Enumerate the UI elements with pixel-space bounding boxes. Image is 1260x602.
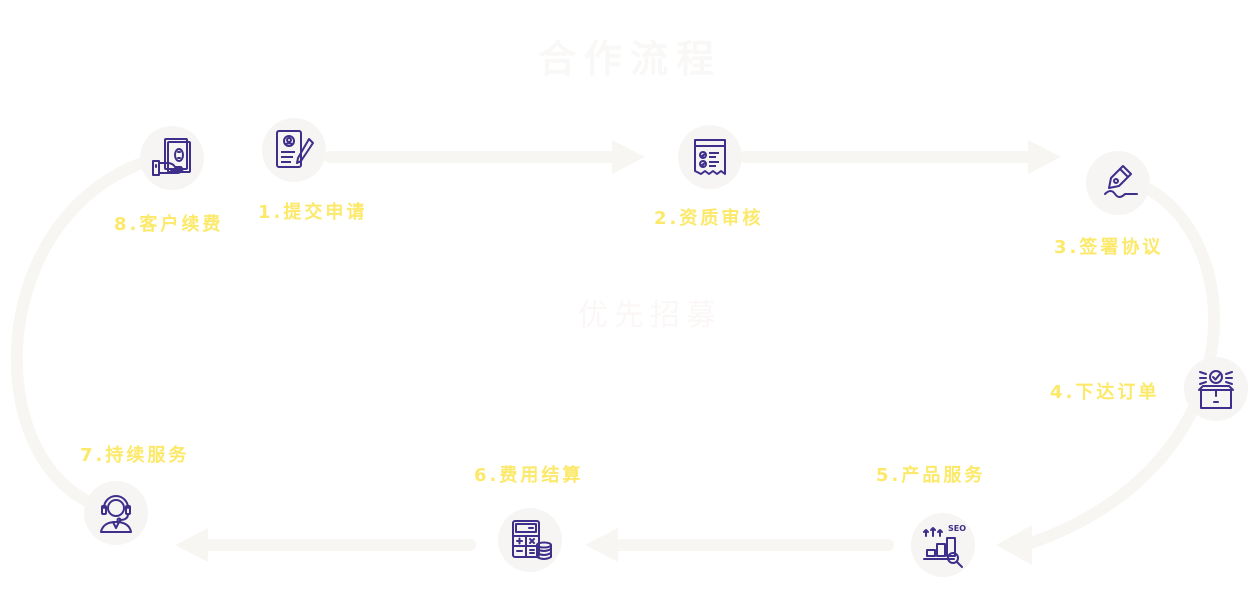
calculator-coins-icon xyxy=(512,520,552,560)
flow-arrow-7 xyxy=(175,528,208,562)
flow-arrow-2 xyxy=(1028,140,1061,174)
step-8-node xyxy=(140,126,204,190)
step-6-label: 6.费用结算 xyxy=(474,465,584,486)
step-5-label: 5.产品服务 xyxy=(876,465,986,486)
flow-arrow-6 xyxy=(585,528,618,562)
step-4-label: 4.下达订单 xyxy=(1050,382,1160,403)
flow-curve-left xyxy=(10,156,151,516)
hand-cash-icon xyxy=(152,138,191,176)
step-6-node xyxy=(498,508,562,572)
step-7-label: 7.持续服务 xyxy=(80,445,190,466)
seo-chart-magnifier-icon: SEO xyxy=(923,524,966,568)
step-2-label: 2.资质审核 xyxy=(654,208,764,229)
page-title: 合作流程 xyxy=(537,37,722,81)
step-1-label: 1.提交申请 xyxy=(258,202,368,223)
watermark-text: 优先招募 xyxy=(578,298,722,333)
document-checklist-icon xyxy=(694,139,726,175)
svg-text:SEO: SEO xyxy=(948,524,966,533)
customer-service-headset-icon xyxy=(100,495,132,533)
step-3-node xyxy=(1086,151,1150,215)
step-2-node xyxy=(678,125,742,189)
package-checkmark-icon xyxy=(1198,370,1234,409)
application-form-pen-icon xyxy=(276,130,314,168)
step-1-node xyxy=(262,118,326,182)
step-8-label: 8.客户续费 xyxy=(114,214,224,235)
flow-arrow-1 xyxy=(612,140,645,174)
pen-signature-icon xyxy=(1104,165,1138,198)
step-3-label: 3.签署协议 xyxy=(1054,237,1164,258)
step-4-node xyxy=(1184,357,1248,421)
step-7-node xyxy=(84,481,148,545)
flow-arrow-5 xyxy=(996,525,1032,565)
step-5-node: SEO xyxy=(911,513,975,577)
